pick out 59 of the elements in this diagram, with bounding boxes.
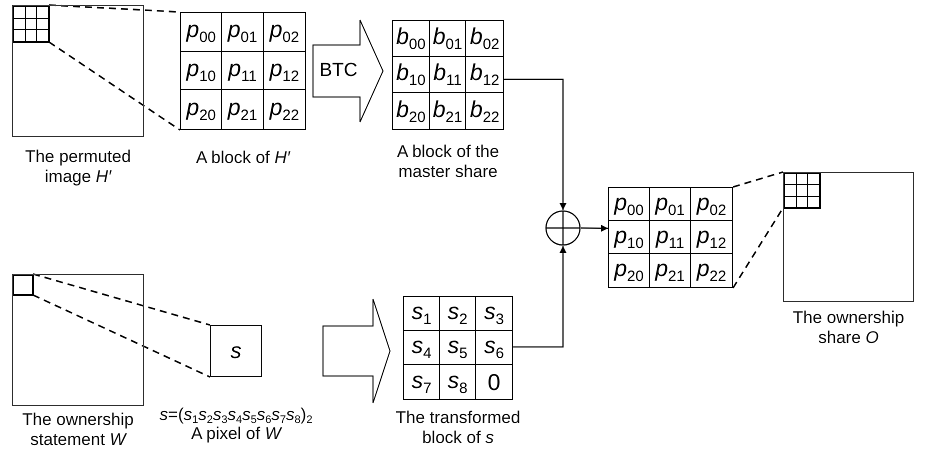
dashed-zoom-line <box>732 171 784 188</box>
matrix-cell: p$_{10}$ <box>181 52 222 90</box>
matrix-cell: b$_{02}$ <box>466 21 503 57</box>
matrix-cell: p$_{01}$ <box>222 13 264 52</box>
matrix-cell: p$_{01}$ <box>650 188 691 221</box>
matrix-cell: b$_{00}$ <box>393 21 430 57</box>
arrow <box>504 78 566 210</box>
block-arrow <box>312 20 384 122</box>
pixel-box: s <box>210 325 262 377</box>
image-caption: The permuted image H′ <box>24 147 132 187</box>
dashed-zoom-line <box>32 294 210 378</box>
matrix-cell: s$_{6}$ <box>476 331 512 365</box>
pixel-grid-icon <box>13 6 50 43</box>
matrix-cell: b$_{01}$ <box>430 21 466 57</box>
matrix-cell: p$_{02}$ <box>264 13 305 52</box>
matrix-cell: p$_{00}$ <box>609 188 650 221</box>
pixel-caption: A pixel of W <box>190 424 284 444</box>
matrix-cell: s$_{3}$ <box>476 297 512 331</box>
matrix-cell: p$_{00}$ <box>181 13 222 52</box>
arrow <box>581 224 608 232</box>
matrix-cell: b$_{20}$ <box>393 93 430 129</box>
matrix-cell: s$_{8}$ <box>440 365 476 399</box>
block-arrow <box>322 298 391 404</box>
matrix-cell-text: b$_{22}$ <box>468 94 500 128</box>
matrix-cell: s$_{2}$ <box>440 297 476 331</box>
matrix-cell: p$_{21}$ <box>650 254 691 287</box>
matrix-cell: p$_{12}$ <box>691 221 732 254</box>
matrix-cell: b$_{21}$ <box>430 93 466 129</box>
block-caption: A block of the master share <box>396 142 500 182</box>
matrix-cell: p$_{10}$ <box>609 221 650 254</box>
xor-symbol <box>545 210 581 246</box>
matrix-cell: s$_{1}$ <box>404 297 440 331</box>
arrow <box>513 246 566 348</box>
matrix-cell: b$_{11}$ <box>430 57 466 93</box>
matrix-cell: p$_{20}$ <box>181 90 222 129</box>
edge-label: BTC <box>320 60 358 82</box>
matrix-cell: b$_{10}$ <box>393 57 430 93</box>
matrix-cell: p$_{11}$ <box>650 221 691 254</box>
dashed-zoom-line <box>732 208 784 288</box>
matrix-cell: s$_{5}$ <box>440 331 476 365</box>
pixel-grid-icon <box>13 275 34 296</box>
matrix-cell: s$_{4}$ <box>404 331 440 365</box>
matrix-cell: p$_{02}$ <box>691 188 732 221</box>
matrix-cell: p$_{21}$ <box>222 90 264 129</box>
matrix-cell: p$_{12}$ <box>264 52 305 90</box>
matrix-cell: p$_{11}$ <box>222 52 264 90</box>
dashed-zoom-line <box>32 273 210 326</box>
matrix-cell: b$_{12}$ <box>466 57 503 93</box>
pixel-grid-icon <box>784 173 821 209</box>
block-caption: A block of H′ <box>195 148 292 168</box>
dashed-zoom-line <box>48 41 180 131</box>
matrix-cell: s$_{7}$ <box>404 365 440 399</box>
block-caption: The transformed block of s <box>394 408 522 448</box>
image-caption: The ownership statement W <box>21 410 135 450</box>
matrix-cell-text: p$_{22}$ <box>268 93 300 126</box>
matrix-cell-text: 0 <box>486 368 502 396</box>
image-caption: The ownership share O <box>792 308 906 348</box>
matrix-cell: p$_{20}$ <box>609 254 650 287</box>
matrix-cell-text: p$_{22}$ <box>695 254 728 287</box>
